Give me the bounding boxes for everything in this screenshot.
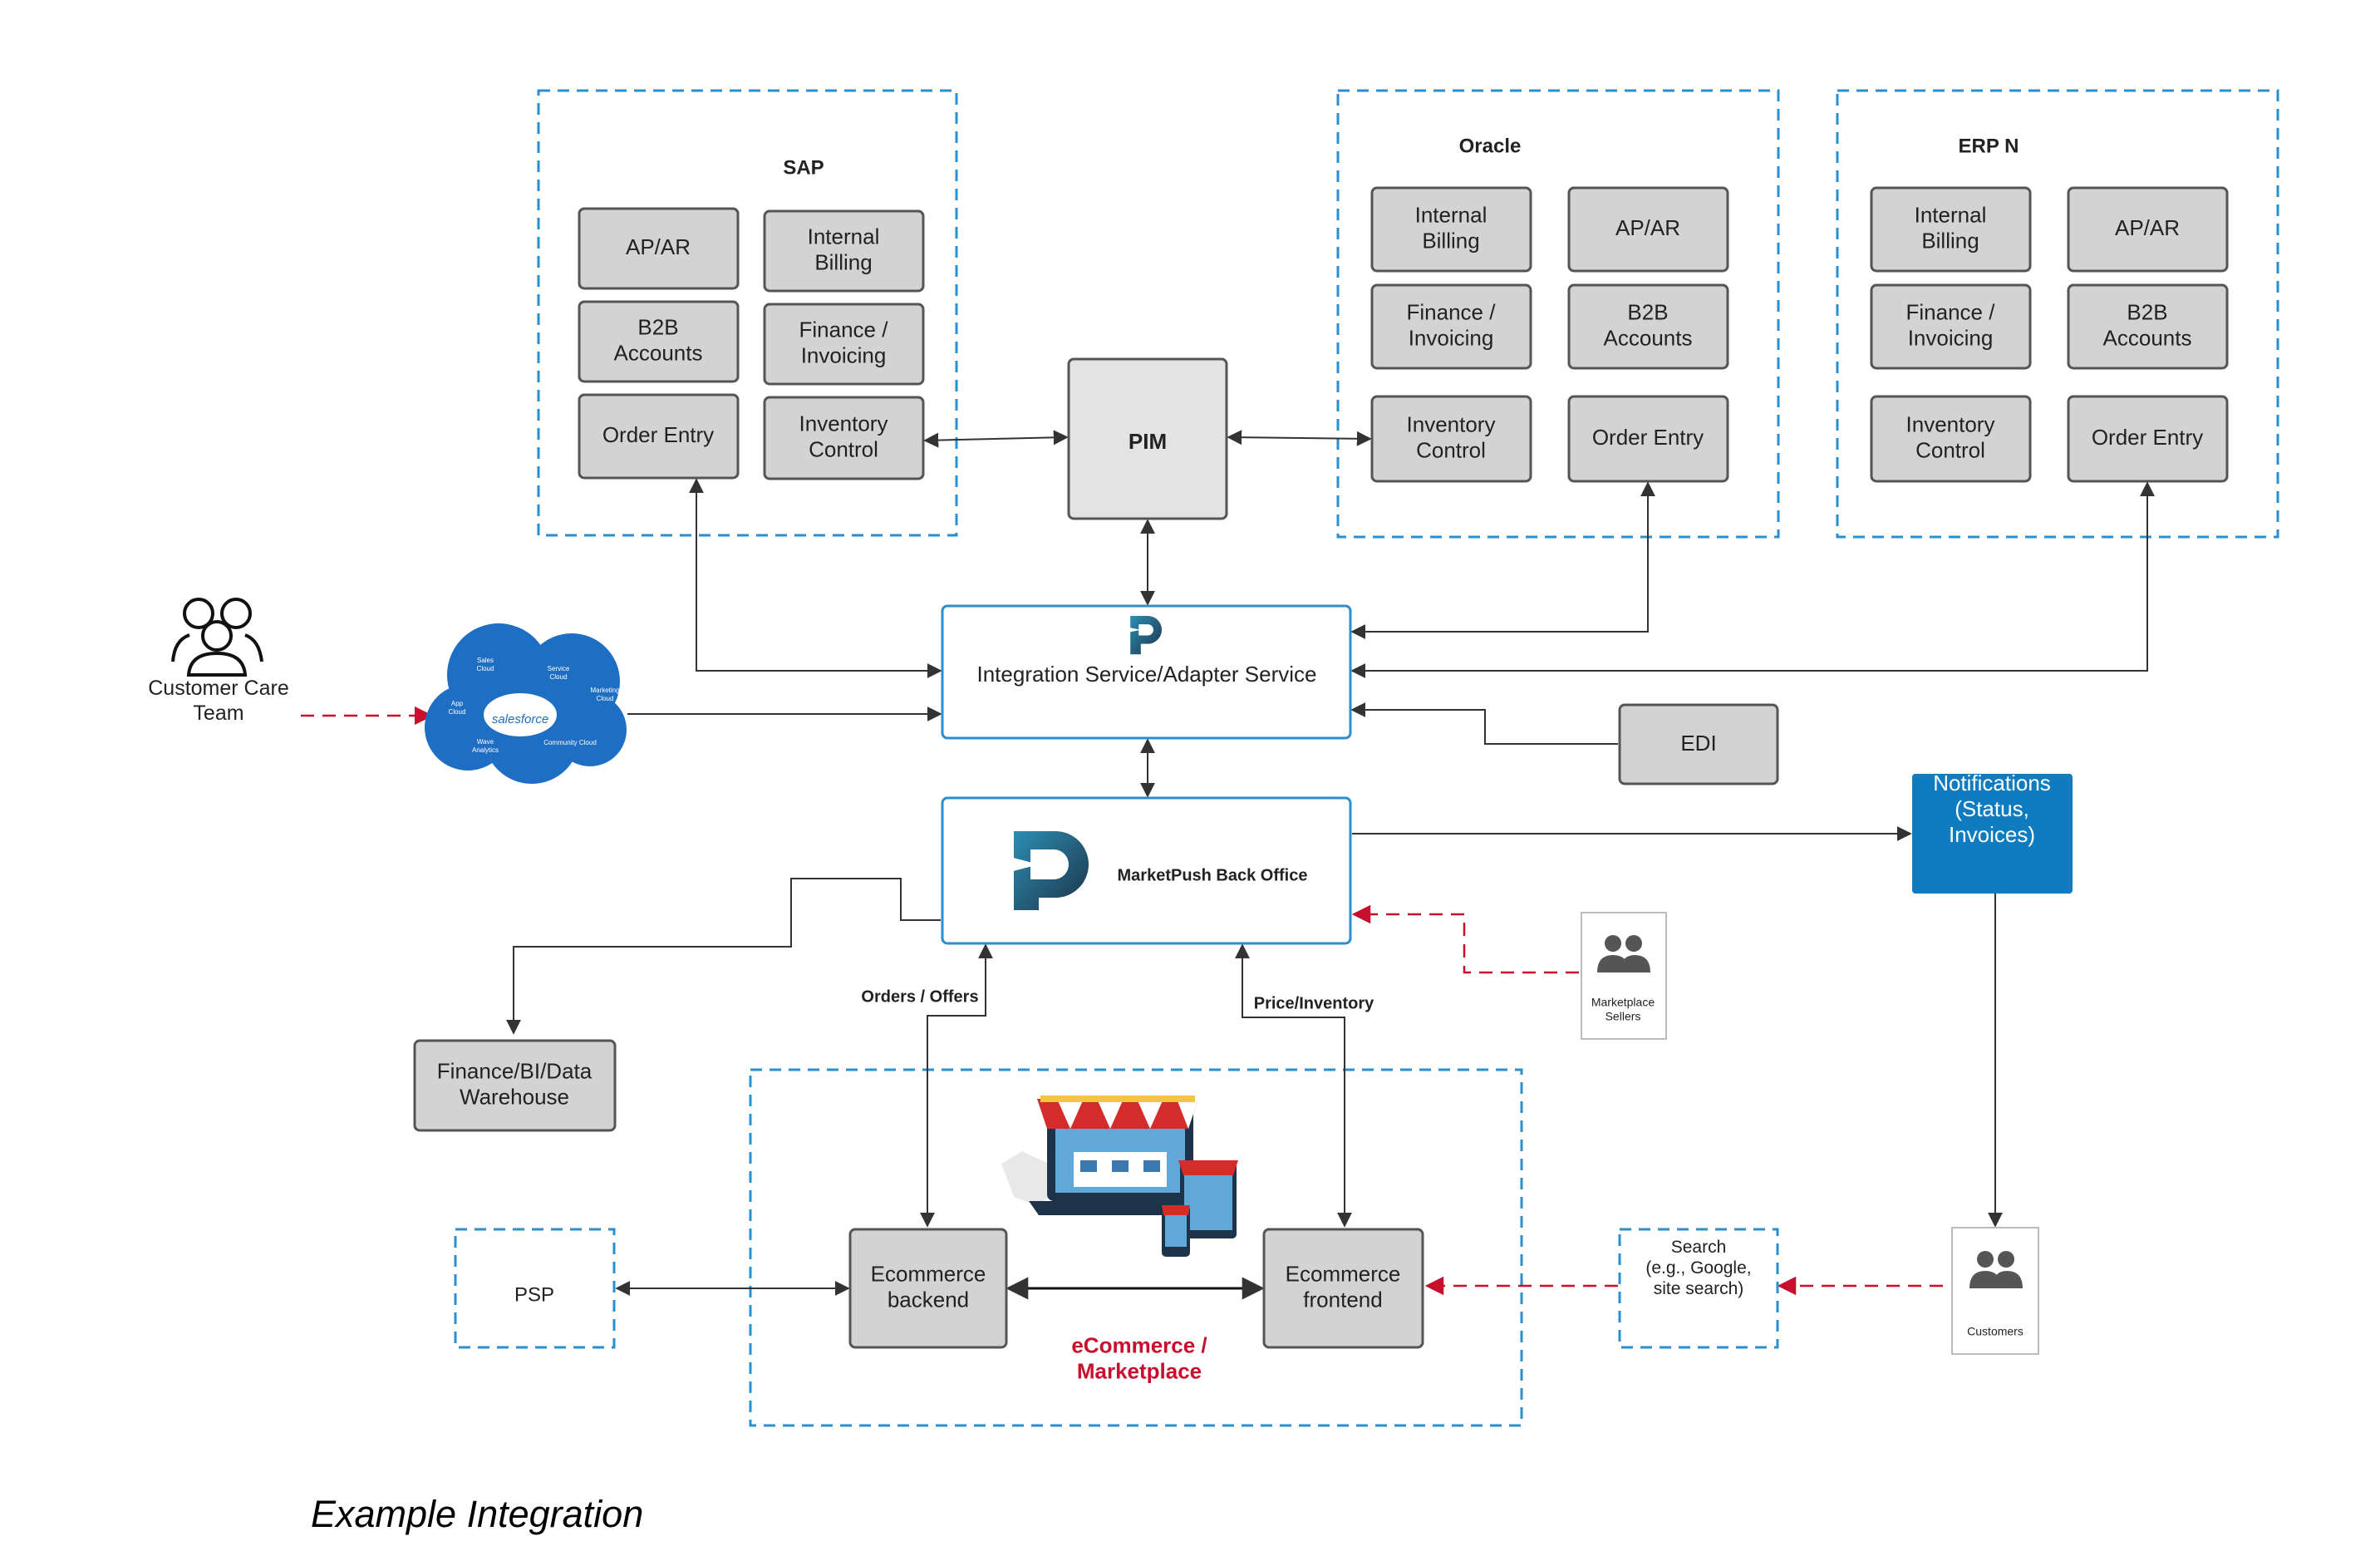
sap-module-ap-ar[interactable]: AP/AR: [578, 207, 740, 290]
sellers-group-icon: [1597, 935, 1650, 972]
oracle-module-finance-invoicing[interactable]: Finance /Invoicing: [1370, 283, 1532, 370]
sap-title: SAP: [783, 156, 824, 179]
erpn-module-finance-invoicing-label: Finance /Invoicing: [1906, 299, 1996, 350]
marketpush-logo-icon: [1123, 616, 1162, 655]
psp-label: PSP: [514, 1283, 554, 1306]
edi-node[interactable]: EDI: [1618, 703, 1779, 785]
sap-module-finance-invoicing[interactable]: Finance /Invoicing: [763, 303, 925, 386]
notifications-node[interactable]: Notifications(Status,Invoices): [1912, 771, 2073, 894]
search-node[interactable]: Search(e.g., Google,site search): [1618, 1228, 1779, 1349]
integration-service-node[interactable]: Integration Service/Adapter Service: [941, 604, 1352, 740]
sap-module-order-entry[interactable]: Order Entry: [578, 393, 740, 480]
sap-module-ap-ar-label: AP/AR: [626, 234, 691, 259]
backoffice-label: MarketPush Back Office: [1118, 866, 1308, 884]
marketpush-large-logo-icon: [1001, 831, 1089, 910]
edge-backoffice-finance: [506, 878, 941, 1035]
erpn-module-order-entry[interactable]: Order Entry: [2067, 395, 2229, 483]
edge-sellers-backoffice: [1351, 904, 1579, 974]
edge-sap-pim: [923, 430, 1069, 448]
customers-node: Customers: [1951, 1227, 2039, 1355]
oracle-group: [1336, 89, 1780, 539]
search-label: Search(e.g., Google,site search): [1645, 1237, 1751, 1297]
psp-node[interactable]: PSP: [454, 1228, 616, 1349]
edge-edi-integration: [1350, 702, 1618, 745]
edge-erpn-orderentry-integration: [1350, 481, 2155, 678]
oracle-module-ap-ar[interactable]: AP/AR: [1567, 186, 1729, 273]
oracle-module-finance-invoicing-label: Finance /Invoicing: [1407, 299, 1497, 350]
diagram-caption: Example Integration: [311, 1493, 643, 1535]
edge-pim-oracle: [1227, 430, 1372, 446]
price-inventory-label: Price/Inventory: [1254, 994, 1374, 1012]
backoffice-node[interactable]: MarketPush Back Office: [941, 796, 1352, 945]
orders-offers-label: Orders / Offers: [861, 987, 978, 1006]
salesforce-logo-text: salesforce: [492, 712, 548, 726]
erpn-module-ap-ar-label: AP/AR: [2115, 215, 2180, 240]
connectors: [506, 430, 2155, 1300]
edge-backoffice-frontend: [1235, 943, 1352, 1228]
ecommerce-marketplace-title: eCommerce /Marketplace: [1071, 1332, 1207, 1383]
oracle-title: Oracle: [1459, 135, 1522, 157]
pim-node[interactable]: PIM: [1067, 357, 1228, 520]
oracle-module-order-entry-label: Order Entry: [1592, 425, 1704, 450]
edge-oracle-orderentry-integration: [1350, 481, 1655, 639]
erpn-group: [1836, 89, 2279, 539]
edge-backend-backoffice: [920, 943, 993, 1228]
notifications-label: Notifications(Status,Invoices): [1933, 771, 2051, 847]
erpn-module-order-entry-label: Order Entry: [2092, 425, 2203, 450]
erpn-title: ERP N: [1959, 135, 2019, 157]
oracle-module-ap-ar-label: AP/AR: [1615, 215, 1680, 240]
sap-module-finance-invoicing-label: Finance /Invoicing: [799, 317, 889, 367]
storefront-illustration-icon: [1001, 1095, 1238, 1257]
integration-service-label: Integration Service/Adapter Service: [977, 662, 1317, 687]
edi-label: EDI: [1680, 731, 1716, 756]
people-group-icon: [171, 598, 263, 677]
customers-group-icon: [1969, 1251, 2023, 1288]
salesforce-community-cloud: Community Cloud: [543, 739, 597, 746]
pim-label: PIM: [1129, 429, 1167, 454]
customers-label: Customers: [1967, 1325, 2023, 1338]
sap-module-order-entry-label: Order Entry: [602, 422, 714, 447]
dashed-connectors: [301, 706, 1943, 1296]
edge-sap-orderentry-integration: [689, 478, 942, 678]
erpn-module-finance-invoicing[interactable]: Finance /Invoicing: [1870, 283, 2032, 370]
oracle-module-order-entry[interactable]: Order Entry: [1567, 395, 1729, 483]
erpn-module-ap-ar[interactable]: AP/AR: [2067, 186, 2229, 273]
ecommerce-group: [749, 1068, 1523, 1427]
